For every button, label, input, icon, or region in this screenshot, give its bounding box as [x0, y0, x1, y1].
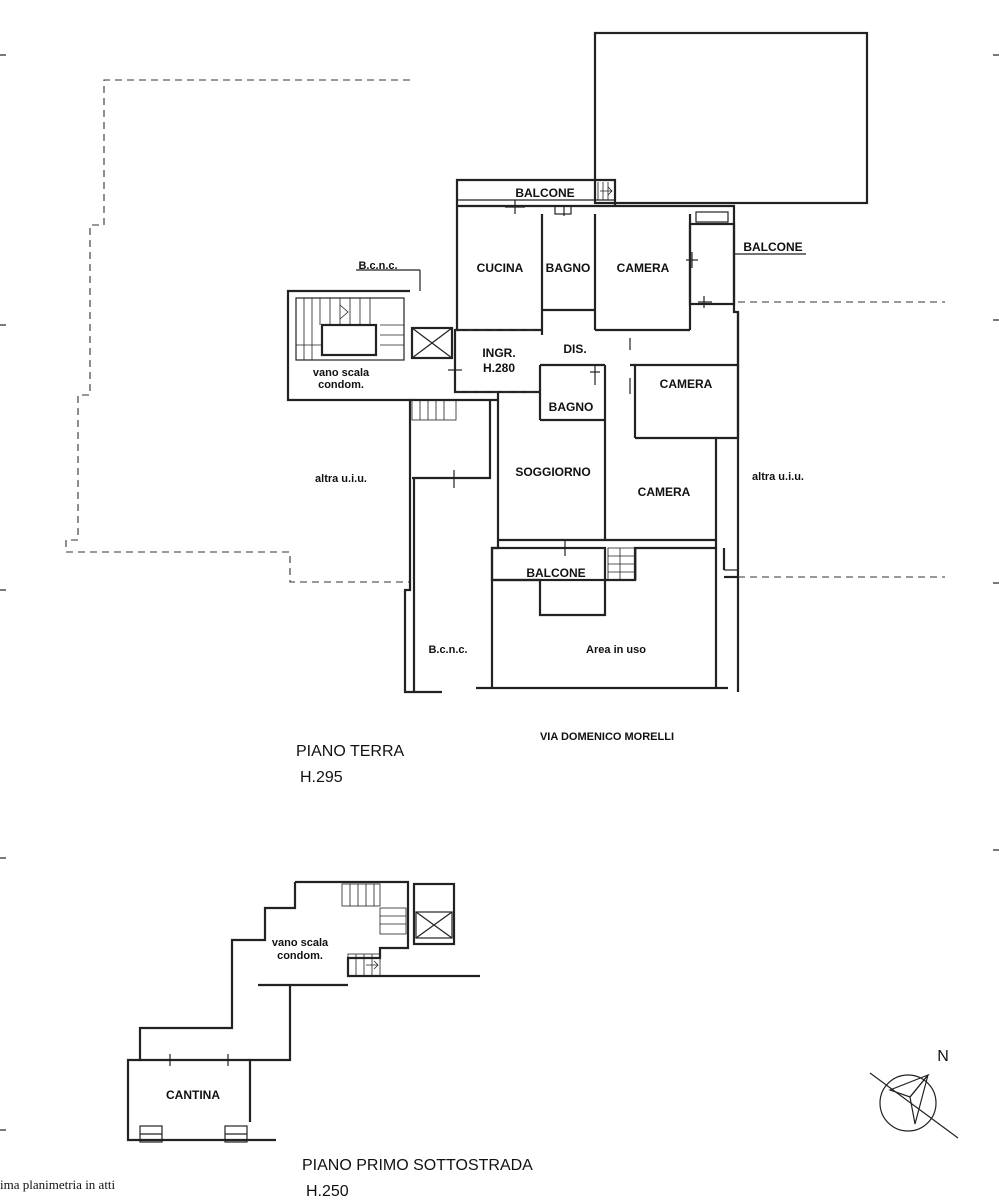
- adjacent-unit-left-outline: [65, 79, 410, 583]
- balcony-top-outline: [455, 178, 617, 206]
- label-bagno-mid: BAGNO: [549, 400, 594, 414]
- balcony-right: [688, 222, 736, 306]
- label-bcnc-bottom: B.c.n.c.: [428, 644, 467, 656]
- label-dis: DIS.: [563, 342, 586, 356]
- label-bcnc-top: B.c.n.c.: [358, 260, 397, 272]
- basement-title: PIANO PRIMO SOTTOSTRADA: [302, 1157, 533, 1174]
- ground-floor-title: PIANO TERRA: [296, 743, 405, 760]
- basement-stair-icon: [341, 883, 407, 977]
- label-area-in-uso: Area in uso: [586, 644, 646, 656]
- street-name: VIA DOMENICO MORELLI: [540, 731, 674, 743]
- label-ingresso-height: H.280: [483, 361, 515, 375]
- label-basement-vano-scala-line1: vano scala: [272, 937, 329, 949]
- label-bagno-top: BAGNO: [546, 261, 591, 275]
- label-vano-scala-line2: condom.: [318, 379, 364, 391]
- label-balcone-right: BALCONE: [743, 240, 802, 254]
- stair-icon-balcony-top: [597, 182, 613, 200]
- label-basement-vano-scala-line2: condom.: [277, 950, 323, 962]
- label-cantina: CANTINA: [166, 1088, 220, 1102]
- basement-plan: vano scala condom. CANTINA PIANO PRIMO S…: [126, 880, 533, 1200]
- basement-elevator-icon: [412, 882, 456, 946]
- courtyard-block: [593, 31, 869, 205]
- label-balcone-top: BALCONE: [515, 186, 574, 200]
- label-camera-bottom: CAMERA: [638, 485, 691, 499]
- label-soggiorno: SOGGIORNO: [515, 465, 590, 479]
- basement-height: H.250: [306, 1183, 349, 1200]
- label-altra-uiu-left: altra u.i.u.: [315, 473, 367, 485]
- margin-ticks: [0, 54, 999, 1131]
- cellar-doors: [139, 1054, 248, 1143]
- label-ingresso: INGR.: [482, 346, 515, 360]
- label-camera-mid: CAMERA: [660, 377, 713, 391]
- street-side-walls: [412, 312, 740, 692]
- entrance-stair-icon: [411, 399, 457, 421]
- footer-note: ima planimetria in atti: [0, 1177, 116, 1192]
- label-altra-uiu-right: altra u.i.u.: [752, 471, 804, 483]
- label-vano-scala-line1: vano scala: [313, 367, 370, 379]
- elevator-icon: [410, 326, 454, 360]
- ground-floor-height: H.295: [300, 769, 343, 786]
- stairwell-outline: [286, 289, 442, 694]
- label-balcone-bottom: BALCONE: [526, 566, 585, 580]
- balcony-bottom: [490, 546, 607, 582]
- ground-floor-plan: BALCONE BALCONE B.c.n.c. CUCINA BAGNO CA…: [65, 31, 945, 786]
- north-arrow-icon: N: [869, 1048, 959, 1139]
- stair-icon-balcony-bottom: [607, 547, 637, 581]
- north-label: N: [937, 1048, 949, 1065]
- stair-steps-icon: [296, 298, 404, 360]
- label-camera-top: CAMERA: [617, 261, 670, 275]
- label-cucina: CUCINA: [477, 261, 524, 275]
